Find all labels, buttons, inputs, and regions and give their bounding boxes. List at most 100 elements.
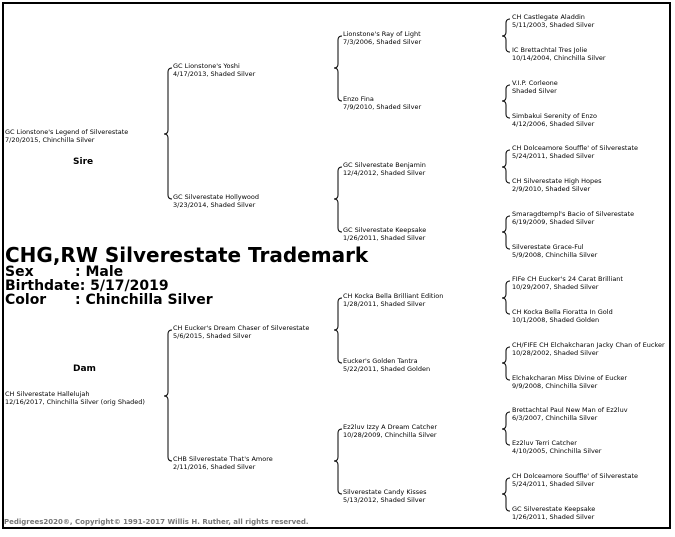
gen3-entry: GC Silverestate Benjamin 12/4/2012, Shad…: [343, 161, 426, 177]
cat-title: CHG,RW Silverestate Trademark: [5, 243, 369, 267]
ancestor-info: 7/3/2006, Shaded Silver: [343, 38, 422, 46]
ancestor-name: FIFe CH Eucker's 24 Carat Brilliant: [512, 275, 623, 283]
gen2-entry: CHB Silverestate That's Amore 2/11/2016,…: [173, 455, 273, 471]
ancestor-name: GC Silverestate Keepsake: [512, 505, 596, 513]
ancestor-info: 10/1/2008, Shaded Golden: [512, 316, 600, 324]
ancestor-name: CH Kocka Bella Brilliant Edition: [343, 292, 444, 300]
gen4-entry: CH Dolceamore Souffle' of Silverestate 5…: [512, 472, 638, 488]
copyright-footer: Pedigrees2020®, Copyright© 1991-2017 Wil…: [4, 518, 309, 526]
ancestor-name: CH/FIFE CH Elchakcharan Jacky Chan of Eu…: [512, 341, 665, 349]
ancestor-info: 7/9/2010, Shaded Silver: [343, 103, 422, 111]
gen4-entry: Elchakcharan Miss Divine of Eucker 9/9/2…: [512, 374, 627, 390]
ancestor-name: CH Eucker's Dream Chaser of Silverestate: [173, 324, 310, 332]
ancestor-name: Smaragdtempl's Bacio of Silverestate: [512, 210, 635, 218]
gen4-entry: CH Kocka Bella Fioratta In Gold 10/1/200…: [512, 308, 613, 324]
dam-label: Dam: [73, 364, 96, 374]
ancestor-name: Silverestate Candy Kisses: [343, 488, 427, 496]
ancestor-info: 2/11/2016, Shaded Silver: [173, 463, 256, 471]
ancestor-info: 1/26/2011, Shaded Silver: [512, 513, 595, 521]
ancestor-name: GC Silverestate Keepsake: [343, 226, 427, 234]
ancestor-name: GC Silverestate Benjamin: [343, 161, 426, 169]
gen4-entry: GC Silverestate Keepsake 1/26/2011, Shad…: [512, 505, 595, 521]
pedigree-bracket: [163, 329, 173, 462]
gen4-entry: V.I.P. Corleone Shaded Silver: [512, 79, 558, 95]
dam-info: 12/16/2017, Chinchilla Silver (orig Shad…: [5, 398, 145, 406]
ancestor-info: 5/22/2011, Shaded Golden: [343, 365, 431, 373]
pedigree-bracket: [333, 35, 343, 102]
ancestor-info: 10/28/2002, Shaded Silver: [512, 349, 599, 357]
ancestor-info: 12/4/2012, Shaded Silver: [343, 169, 426, 177]
pedigree-bracket: [501, 477, 511, 512]
ancestor-info: 6/3/2007, Chinchilla Silver: [512, 414, 598, 422]
ancestor-info: 4/17/2013, Shaded Silver: [173, 70, 256, 78]
ancestor-info: 5/24/2011, Shaded Silver: [512, 152, 595, 160]
ancestor-name: Simbakui Serenity of Enzo: [512, 112, 597, 120]
pedigree-bracket: [501, 149, 511, 184]
ancestor-name: CH Dolceamore Souffle' of Silverestate: [512, 472, 639, 480]
pedigree-bracket: [501, 280, 511, 315]
sire-label: Sire: [73, 157, 94, 167]
gen4-entry: CH Silverestate High Hopes 2/9/2010, Sha…: [512, 177, 602, 193]
gen4-entry: IC Brettachtal Tres Jolie 10/14/2004, Ch…: [512, 46, 606, 62]
gen4-entry: CH Dolceamore Souffle' of Silverestate 5…: [512, 144, 638, 160]
ancestor-info: 5/11/2003, Shaded Silver: [512, 21, 595, 29]
ancestor-name: V.I.P. Corleone: [512, 79, 558, 87]
pedigree-bracket: [333, 428, 343, 495]
ancestor-info: 5/6/2015, Shaded Silver: [173, 332, 252, 340]
gen3-entry: Silverestate Candy Kisses 5/13/2012, Sha…: [343, 488, 427, 504]
gen4-entry: Simbakui Serenity of Enzo 4/12/2006, Sha…: [512, 112, 597, 128]
ancestor-info: 10/28/2009, Chinchilla Silver: [343, 431, 437, 439]
gen2-entry: GC Lionstone's Yoshi 4/17/2013, Shaded S…: [173, 62, 255, 78]
ancestor-name: IC Brettachtal Tres Jolie: [512, 46, 588, 54]
ancestor-info: 3/23/2014, Shaded Silver: [173, 201, 256, 209]
gen4-entry: FIFe CH Eucker's 24 Carat Brilliant 10/2…: [512, 275, 623, 291]
gen2-entry: GC Silverestate Hollywood 3/23/2014, Sha…: [173, 193, 259, 209]
pedigree-bracket: [333, 297, 343, 364]
ancestor-name: Ez2luv Izzy A Dream Catcher: [343, 423, 438, 431]
dam-entry: CH Silverestate Hallelujah 12/16/2017, C…: [5, 390, 145, 406]
pedigree-bracket: [501, 346, 511, 381]
ancestor-info: 1/28/2011, Shaded Silver: [343, 300, 426, 308]
ancestor-name: Lionstone's Ray of Light: [343, 30, 421, 38]
birthdate-label: Birthdate:: [5, 278, 86, 294]
ancestor-info: 5/24/2011, Shaded Silver: [512, 480, 595, 488]
ancestor-name: Silverestate Grace-Ful: [512, 243, 584, 251]
pedigree-bracket: [501, 84, 511, 119]
ancestor-name: Elchakcharan Miss Divine of Eucker: [512, 374, 628, 382]
ancestor-info: 4/12/2006, Shaded Silver: [512, 120, 595, 128]
pedigree-bracket: [501, 411, 511, 446]
sire-entry: GC Lionstone's Legend of Silverestate 7/…: [5, 128, 128, 144]
sire-info: 7/20/2015, Chinchilla Silver: [5, 136, 95, 144]
gen3-entry: Ez2luv Izzy A Dream Catcher 10/28/2009, …: [343, 423, 437, 439]
gen4-entry: Ez2luv Terri Catcher 4/10/2005, Chinchil…: [512, 439, 601, 455]
ancestor-info: 5/9/2008, Chinchilla Silver: [512, 251, 598, 259]
gen3-entry: Enzo Fina 7/9/2010, Shaded Silver: [343, 95, 421, 111]
gen4-entry: CH Castlegate Aladdin 5/11/2003, Shaded …: [512, 13, 594, 29]
ancestor-name: CH Kocka Bella Fioratta In Gold: [512, 308, 613, 316]
dam-name: CH Silverestate Hallelujah: [5, 390, 90, 398]
ancestor-info: 9/9/2008, Chinchilla Silver: [512, 382, 598, 390]
gen2-entry: CH Eucker's Dream Chaser of Silverestate…: [173, 324, 309, 340]
gen3-entry: GC Silverestate Keepsake 1/26/2011, Shad…: [343, 226, 426, 242]
ancestor-name: Eucker's Golden Tantra: [343, 357, 418, 365]
birthdate-value: 5/17/2019: [90, 278, 169, 294]
sex-line: Sex : Male: [5, 265, 123, 280]
sex-value: : Male: [75, 264, 124, 280]
color-value: : Chinchilla Silver: [75, 292, 213, 308]
color-label: Color: [5, 292, 47, 308]
ancestor-info: 2/9/2010, Shaded Silver: [512, 185, 591, 193]
ancestor-name: Brettachtal Paul New Man of Ez2luv: [512, 406, 628, 414]
birthdate-line: Birthdate: 5/17/2019: [5, 279, 169, 294]
ancestor-name: Enzo Fina: [343, 95, 374, 103]
ancestor-info: 1/26/2011, Shaded Silver: [343, 234, 426, 242]
ancestor-name: CH Castlegate Aladdin: [512, 13, 585, 21]
sex-label: Sex: [5, 264, 34, 280]
gen4-entry: Silverestate Grace-Ful 5/9/2008, Chinchi…: [512, 243, 597, 259]
ancestor-name: CH Silverestate High Hopes: [512, 177, 602, 185]
gen4-entry: CH/FIFE CH Elchakcharan Jacky Chan of Eu…: [512, 341, 665, 357]
ancestor-info: 6/19/2009, Shaded Silver: [512, 218, 595, 226]
pedigree-bracket: [163, 67, 173, 200]
ancestor-name: Ez2luv Terri Catcher: [512, 439, 577, 447]
ancestor-info: 10/14/2004, Chinchilla Silver: [512, 54, 606, 62]
